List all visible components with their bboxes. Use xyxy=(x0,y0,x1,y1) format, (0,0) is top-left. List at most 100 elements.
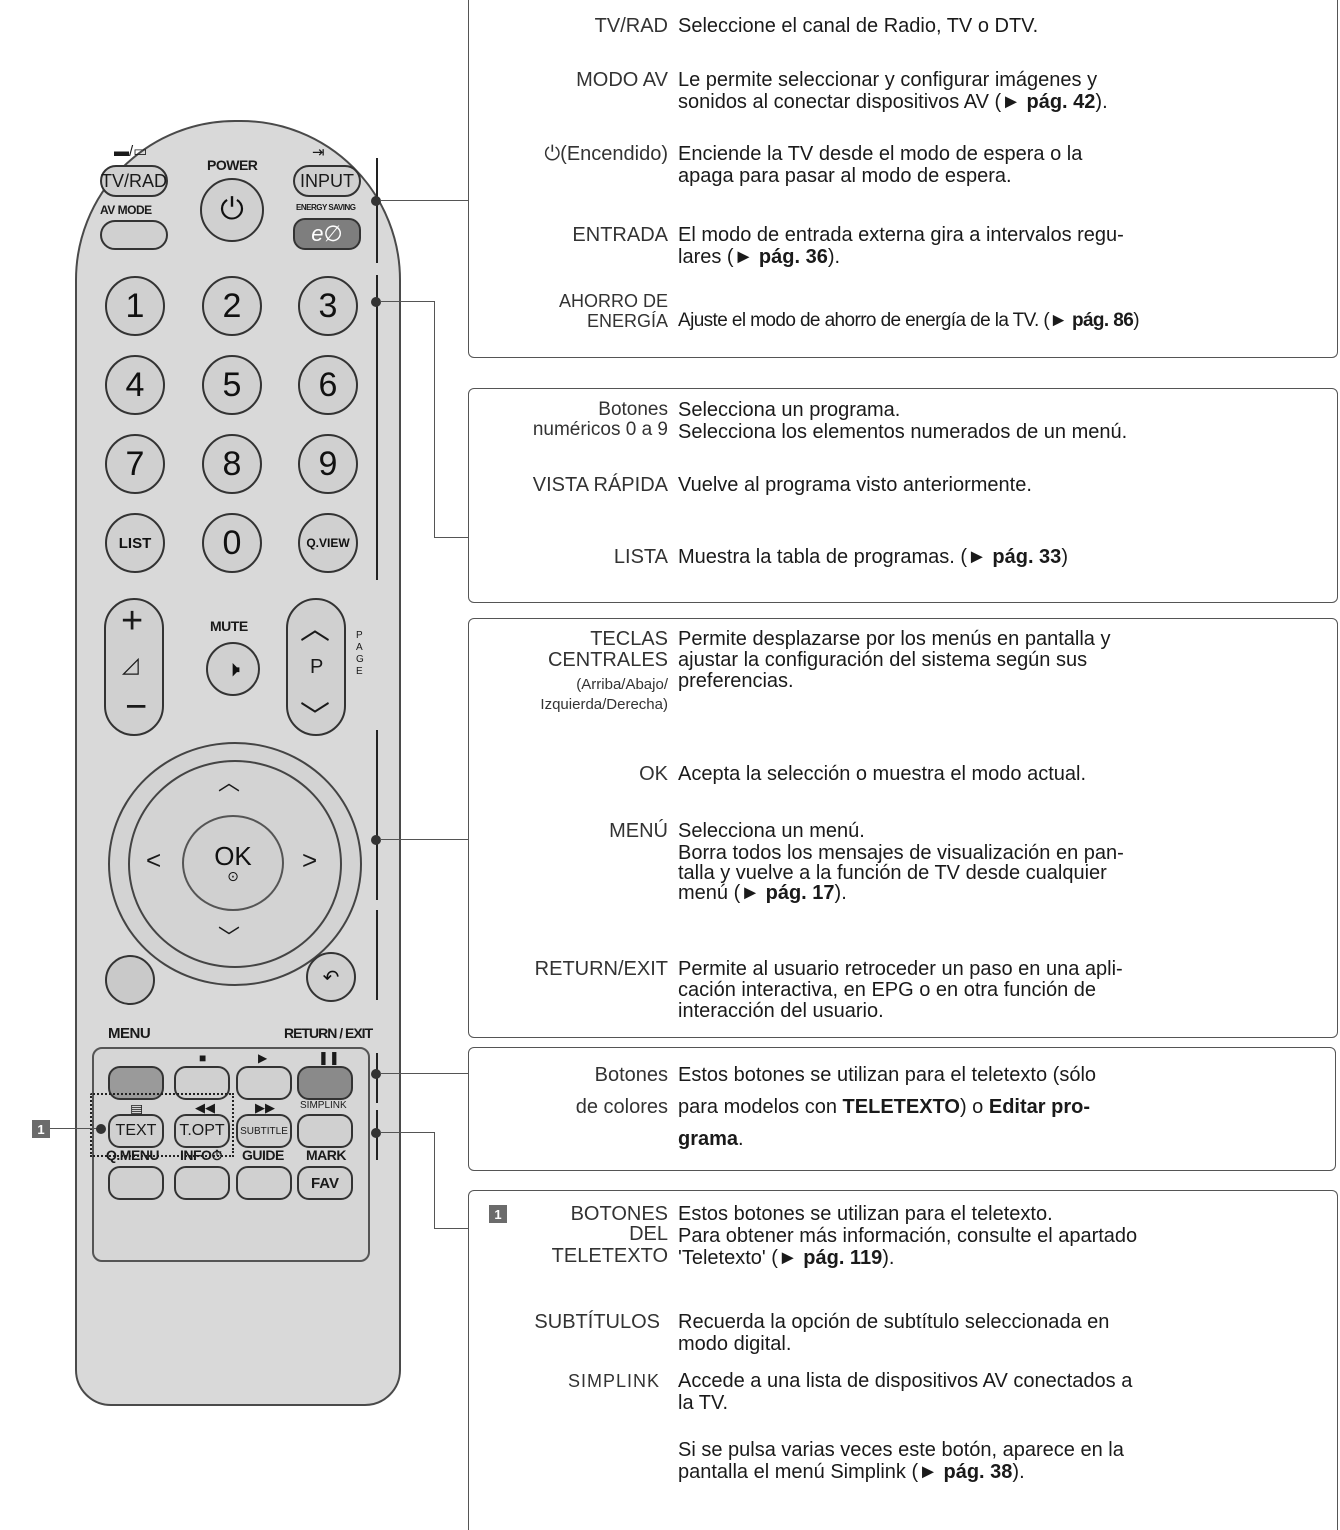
power-icon: ⏻ xyxy=(220,193,244,226)
remote-divider xyxy=(376,730,378,900)
connector-line xyxy=(434,301,435,537)
callout-desc: cación interactiva, en EPG o en otra fun… xyxy=(678,979,1097,1001)
power-button[interactable]: ⏻ xyxy=(200,178,264,242)
callout-desc: Ajuste el modo de ahorro de energía de l… xyxy=(678,310,1140,331)
qmenu-button[interactable] xyxy=(108,1166,164,1200)
mark-label: MARK xyxy=(306,1147,347,1163)
chevron-down-icon: ﹀ xyxy=(300,701,330,734)
callout-desc: Muestra la tabla de programas. (► pág. 3… xyxy=(678,546,1068,568)
digit-7-button[interactable]: 7 xyxy=(105,434,165,494)
av-mode-button[interactable] xyxy=(100,220,168,250)
teletext-badge: 1 xyxy=(32,1120,50,1138)
callout-desc: Accede a una lista de dispositivos AV co… xyxy=(678,1370,1133,1392)
tv-rad-button[interactable]: TV/RAD xyxy=(100,165,168,197)
connector-dot xyxy=(96,1124,106,1134)
volume-rocker[interactable]: + ◿ − xyxy=(104,598,164,736)
connector-line xyxy=(380,301,434,302)
simplink-logo: SIMPLINK xyxy=(567,1371,660,1391)
return-exit-label: RETURN / EXIT xyxy=(284,1025,373,1041)
energy-saving-button[interactable]: e∅ xyxy=(293,218,361,250)
chevron-left-icon[interactable]: < xyxy=(146,845,162,875)
connector-line xyxy=(434,537,468,538)
mute-button[interactable]: 🕨 xyxy=(206,642,260,696)
callout-desc: Vuelve al programa visto anteriormente. xyxy=(678,474,1032,496)
simplink-button[interactable] xyxy=(297,1114,353,1148)
chevron-up-icon[interactable]: ︿ xyxy=(218,770,241,795)
callout-desc: Selecciona un programa. xyxy=(678,399,901,421)
connector-dot xyxy=(371,1128,381,1138)
digit-4-button[interactable]: 4 xyxy=(105,355,165,415)
return-icon: ↶ xyxy=(322,966,340,989)
guide-button[interactable] xyxy=(236,1166,292,1200)
callout-desc: sonidos al conectar dispositivos AV (► p… xyxy=(678,91,1108,113)
ok-button[interactable]: OK ⊙ xyxy=(182,815,284,911)
callout-desc: El modo de entrada externa gira a interv… xyxy=(678,224,1124,246)
callout-term: TECLAS xyxy=(590,628,668,650)
input-icon: ⇥ xyxy=(312,144,325,161)
callout-desc: Seleccione el canal de Radio, TV o DTV. xyxy=(678,15,1039,37)
digit-1-button[interactable]: 1 xyxy=(105,276,165,336)
info-button[interactable] xyxy=(174,1166,230,1200)
target-icon: ⊙ xyxy=(227,868,239,884)
callout-box-colors xyxy=(468,1047,1336,1171)
plus-icon: + xyxy=(121,600,144,642)
callout-desc: Permite desplazarse por los menús en pan… xyxy=(678,628,1111,650)
connector-line xyxy=(380,839,468,840)
callout-desc: interacción del usuario. xyxy=(678,1000,884,1022)
text-button[interactable]: TEXT xyxy=(108,1114,164,1148)
text-icon: ▤ xyxy=(130,1101,144,1117)
guide-label: GUIDE xyxy=(242,1147,284,1163)
menu-label: MENU xyxy=(108,1025,151,1042)
teletext-dotted-frame-right xyxy=(232,1093,236,1153)
callout-term: AHORRO DE xyxy=(558,291,668,311)
digit-3-button[interactable]: 3 xyxy=(298,276,358,336)
callout-desc: modo digital. xyxy=(678,1333,792,1355)
blue-button[interactable] xyxy=(297,1066,353,1100)
subtitle-button[interactable]: SUBTITLE xyxy=(236,1114,292,1148)
page-label: PAGE xyxy=(356,630,364,677)
badge-connector xyxy=(50,1128,100,1129)
connector-dot xyxy=(371,835,381,845)
callout-term: ENERGÍA xyxy=(586,311,668,331)
chevron-right-icon[interactable]: > xyxy=(302,845,318,875)
mute-icon: 🕨 xyxy=(226,656,240,681)
callout-term: BOTONES xyxy=(570,1203,668,1225)
navigation-inner-ring xyxy=(128,760,342,968)
fav-button[interactable]: FAV xyxy=(297,1166,353,1200)
yellow-button[interactable] xyxy=(236,1066,292,1100)
callout-box-numeric xyxy=(468,388,1338,603)
callout-term: VISTA RÁPIDA xyxy=(532,474,668,496)
digit-5-button[interactable]: 5 xyxy=(202,355,262,415)
info-label: INFO⏱ xyxy=(180,1147,222,1163)
callout-term: Botones xyxy=(598,399,668,420)
callout-desc: Le permite seleccionar y configurar imág… xyxy=(678,69,1098,91)
callout-term: MODO AV xyxy=(576,69,668,91)
connector-dot xyxy=(371,1069,381,1079)
callout-desc: Permite al usuario retroceder un paso en… xyxy=(678,958,1123,980)
topt-button[interactable]: T.OPT xyxy=(174,1114,230,1148)
input-button[interactable]: INPUT xyxy=(293,165,361,197)
return-exit-button[interactable]: ↶ xyxy=(306,952,356,1002)
play-icon: ▶ xyxy=(258,1051,268,1065)
callout-term: SUBTÍTULOS xyxy=(534,1311,660,1333)
program-rocker[interactable]: ︿ P ﹀ xyxy=(286,598,346,736)
callout-desc: lares (► pág. 36). xyxy=(678,246,841,268)
callout-term: Izquierda/Derecha) xyxy=(540,696,668,713)
power-icon: ⏻ xyxy=(544,143,561,165)
digit-0-button[interactable]: 0 xyxy=(202,513,262,573)
list-button[interactable]: LIST xyxy=(105,513,165,573)
qview-button[interactable]: Q.VIEW xyxy=(298,513,358,573)
digit-6-button[interactable]: 6 xyxy=(298,355,358,415)
chevron-down-icon[interactable]: ﹀ xyxy=(218,925,241,950)
digit-8-button[interactable]: 8 xyxy=(202,434,262,494)
teletext-dotted-frame xyxy=(90,1093,234,1157)
callout-term: de colores xyxy=(575,1096,668,1118)
digit-9-button[interactable]: 9 xyxy=(298,434,358,494)
menu-button[interactable] xyxy=(105,955,155,1005)
callout-desc: Recuerda la opción de subtítulo seleccio… xyxy=(678,1311,1110,1333)
connector-line xyxy=(434,1132,435,1228)
callout-term: (Arriba/Abajo/ xyxy=(576,676,668,693)
callout-term: ⏻(Encendido) xyxy=(544,143,668,165)
digit-2-button[interactable]: 2 xyxy=(202,276,262,336)
callout-desc: Acepta la selección o muestra el modo ac… xyxy=(678,763,1086,785)
